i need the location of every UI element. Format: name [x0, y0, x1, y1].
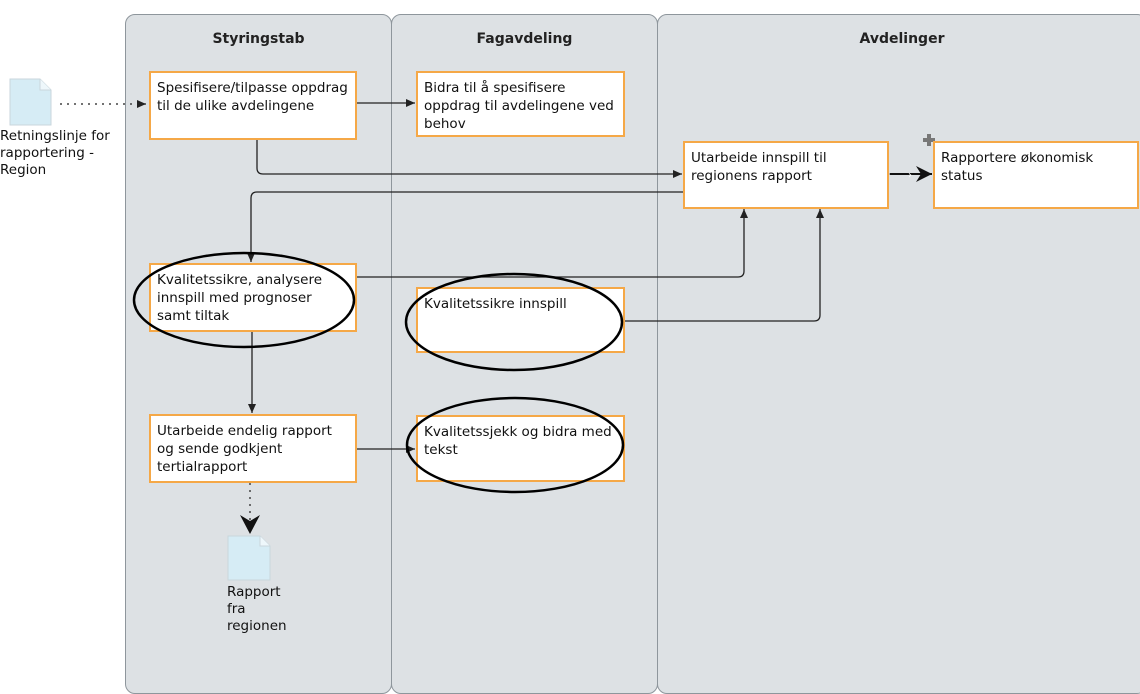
- output-arrowhead: [240, 515, 260, 534]
- document-label-output: Rapport fra regionen: [227, 584, 287, 634]
- box-bidra[interactable]: Bidra til å spesifisere oppdrag til avde…: [416, 71, 625, 137]
- document-icon-output: [227, 535, 271, 581]
- diagram-connectors: ›: [9, 78, 935, 581]
- lane-avdelinger: Avdelinger: [657, 14, 1140, 694]
- arrow-kvalitetssikre-innspill-utarbeide: [615, 209, 824, 325]
- highlight-ellipse-innspill: [404, 272, 624, 372]
- box-utarbeide-innspill[interactable]: Utarbeide innspill til regionens rapport: [683, 141, 889, 209]
- box-kvalitetssikre-analysere[interactable]: Kvalitetssikre, analysere innspill med p…: [149, 263, 357, 332]
- plus-icon: [923, 134, 935, 146]
- box-kvalitetssikre-innspill[interactable]: Kvalitetssikre innspill: [416, 287, 625, 353]
- lane-title-fagavdeling: Fagavdeling: [476, 31, 573, 47]
- lane-title-styringstab: Styringstab: [212, 31, 305, 47]
- highlight-ellipses: [132, 251, 625, 494]
- arrow-utarbeide-kvalitetssikre: [247, 191, 684, 262]
- document-label-input: Retningslinje for rapportering - Region: [0, 128, 110, 178]
- box-kvalitetssjekk[interactable]: Kvalitetssjekk og bidra med tekst: [416, 415, 625, 482]
- box-utarbeide-endelig[interactable]: Utarbeide endelig rapport og sende godkj…: [149, 414, 357, 483]
- highlight-ellipse-kvalitetssjekk: [405, 396, 625, 494]
- highlight-ellipse-analysere: [132, 251, 356, 349]
- lane-title-avdelinger: Avdelinger: [859, 31, 945, 47]
- box-rapportere[interactable]: Rapportere økonomisk status: [933, 141, 1139, 209]
- connector-badge: ›: [908, 170, 912, 181]
- box-spesifisere[interactable]: Spesifisere/tilpasse oppdrag til de ulik…: [149, 71, 357, 140]
- arrow-spesifisere-utarbeide: [256, 140, 682, 178]
